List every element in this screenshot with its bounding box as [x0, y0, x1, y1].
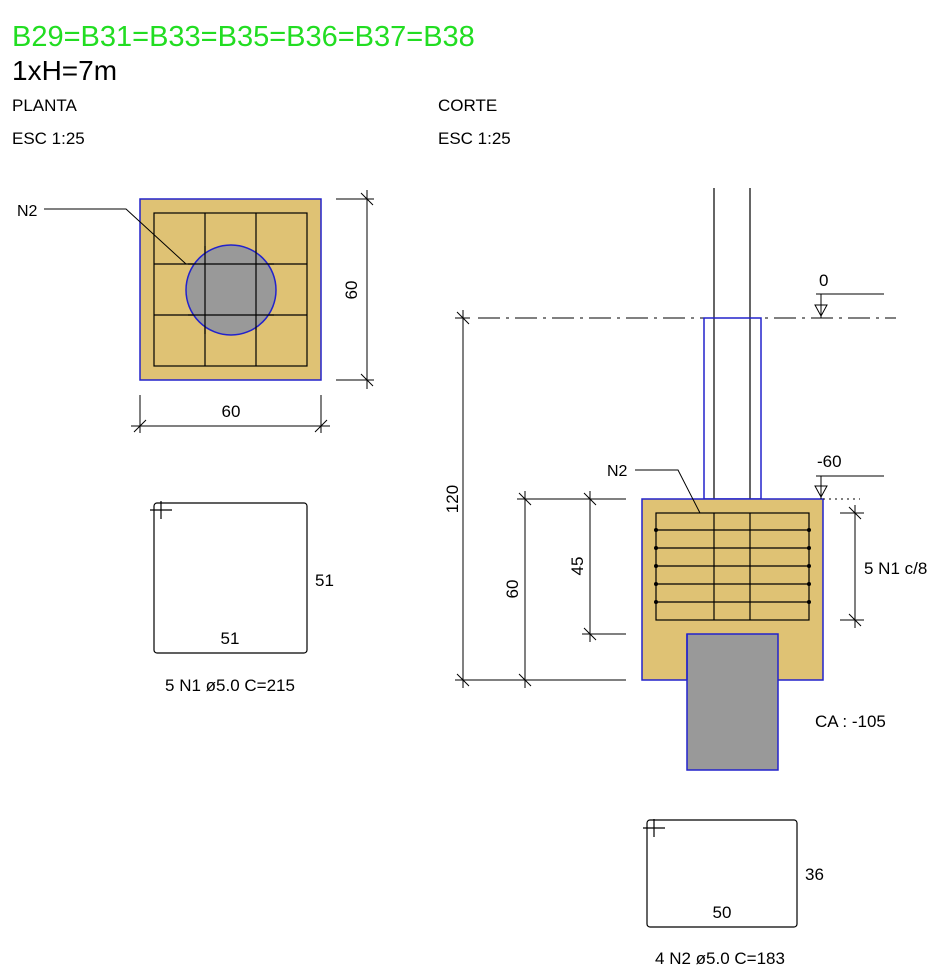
corte-callout-leader	[635, 469, 701, 514]
corte-dim-stirrups	[840, 505, 864, 628]
bar-n2-dim-bottom: 50	[713, 903, 732, 922]
bar-n2-dim-side: 36	[805, 865, 824, 884]
bar-n1-outline	[153, 502, 308, 654]
level-marker-top: 0	[814, 271, 884, 318]
level-top-value: 0	[819, 271, 828, 290]
drawing-subtitle: 1xH=7m	[12, 55, 117, 86]
corte-ca-note: CA : -105	[815, 712, 886, 731]
corte-dim-45: 45	[568, 557, 587, 576]
corte-dim-block	[517, 491, 626, 688]
planta-rebar-grid-over-pile	[188, 246, 274, 334]
corte-view: 0 -60	[443, 188, 927, 771]
bar-n1-shape: 51 51 5 N1 ø5.0 C=215	[150, 501, 334, 695]
corte-pile	[686, 633, 779, 771]
corte-stirrups	[656, 529, 809, 603]
corte-dim-120: 120	[443, 485, 462, 513]
bar-n2-caption: 4 N2 ø5.0 C=183	[655, 949, 785, 968]
planta-dim-horizontal	[131, 395, 330, 433]
corte-stirrup-note: 5 N1 c/8	[864, 559, 927, 578]
planta-dim-vertical	[336, 190, 374, 389]
corte-dim-rebar	[582, 491, 626, 642]
pedestal-outline	[703, 317, 762, 500]
planta-label: PLANTA	[12, 96, 78, 115]
bar-n1-caption: 5 N1 ø5.0 C=215	[165, 676, 295, 695]
bar-n2-shape: 36 50 4 N2 ø5.0 C=183	[643, 819, 824, 968]
corte-callout-n2: N2	[607, 463, 628, 480]
planta-callout-n2: N2	[17, 203, 38, 220]
planta-rebar-outline	[153, 212, 308, 367]
corte-scale: ESC 1:25	[438, 129, 511, 148]
corte-stirrup-ends	[654, 528, 811, 604]
bar-n1-dim-bottom: 51	[221, 629, 240, 648]
corte-dim-60: 60	[503, 580, 522, 599]
level-block-value: -60	[817, 452, 842, 471]
planta-view: N2 60 60	[17, 190, 374, 433]
planta-callout-leader	[44, 208, 187, 265]
drawing-title: B29=B31=B33=B35=B36=B37=B38	[12, 21, 475, 53]
planta-pile-circle	[185, 244, 277, 336]
planta-scale: ESC 1:25	[12, 129, 85, 148]
bar-n2-outline	[646, 819, 798, 928]
level-marker-block: -60	[814, 452, 884, 499]
corte-label: CORTE	[438, 96, 497, 115]
corte-dim-total	[455, 310, 626, 688]
bar-n1-dim-side: 51	[315, 571, 334, 590]
planta-dim-height: 60	[342, 281, 361, 300]
planta-dim-width: 60	[222, 402, 241, 421]
